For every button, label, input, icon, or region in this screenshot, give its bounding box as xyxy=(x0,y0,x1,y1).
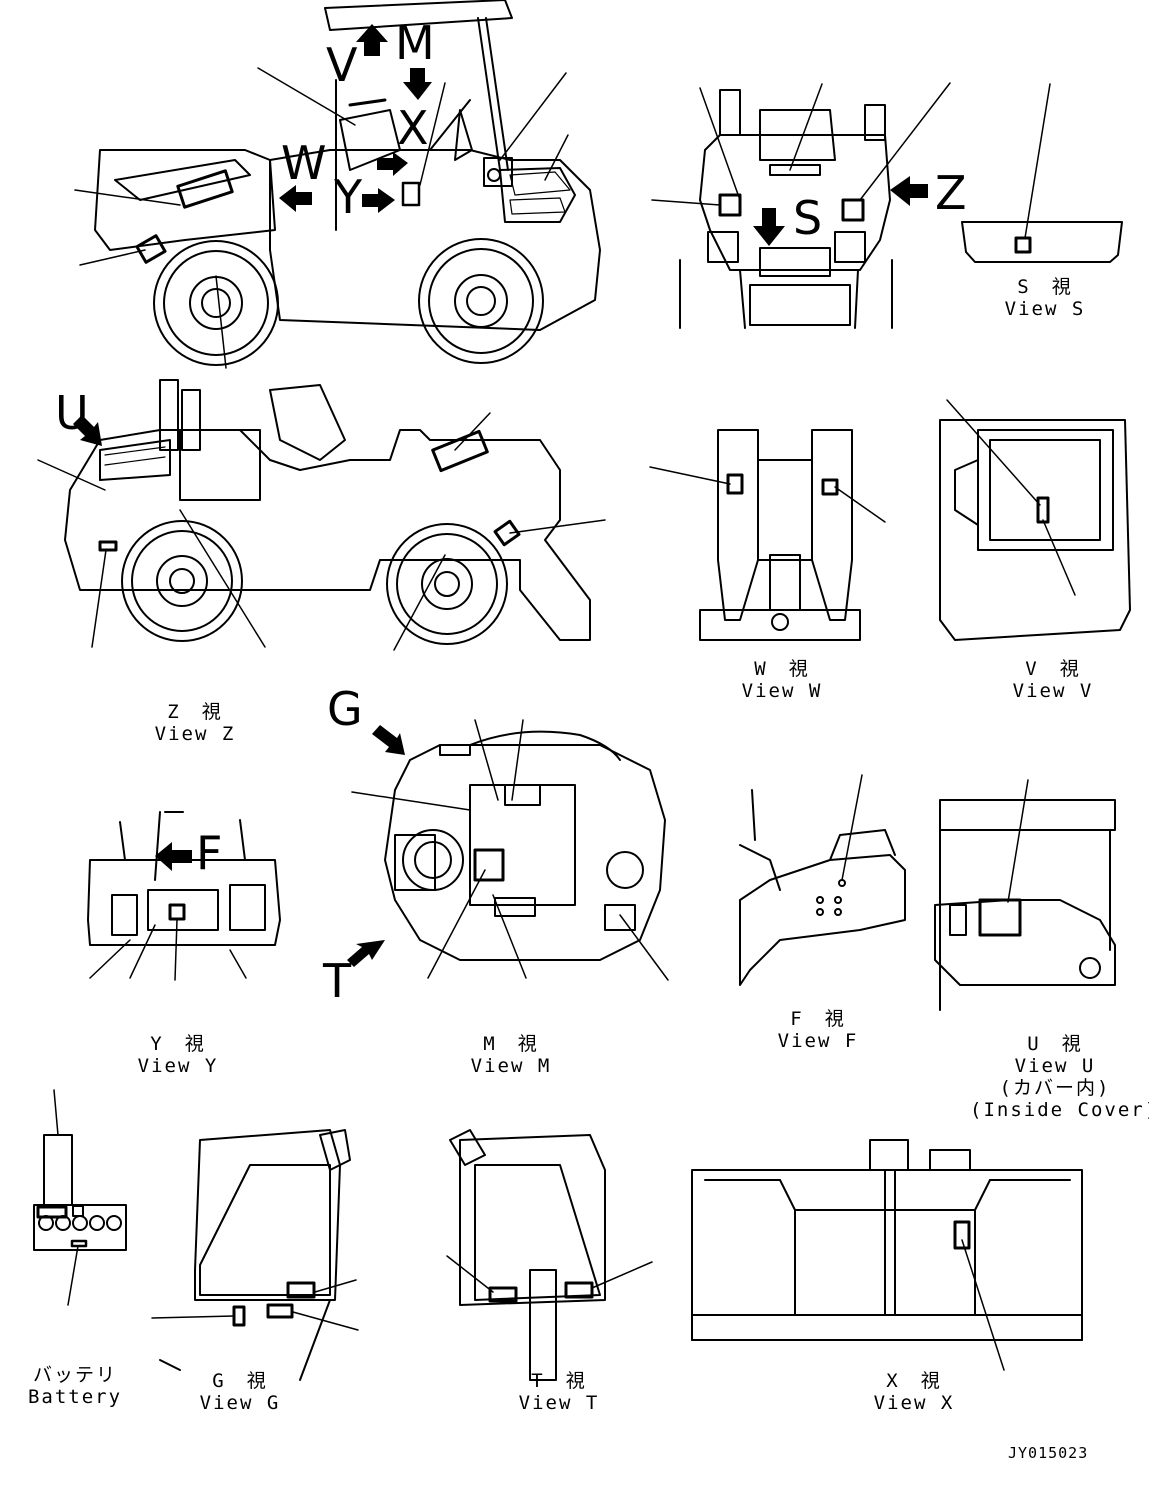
view-v-drawing xyxy=(939,399,1131,641)
battery-drawing xyxy=(33,1089,127,1306)
arrow-letter-w: W xyxy=(281,136,327,190)
arrow-letter-f: F xyxy=(196,826,223,880)
view-t-drawing xyxy=(446,1129,653,1381)
view-m-drawing xyxy=(351,719,669,981)
arrow-letter-m: M xyxy=(395,16,435,70)
side-view-left xyxy=(74,0,601,369)
arrow-letter-s: S xyxy=(793,191,823,245)
view-x-drawing xyxy=(691,1139,1083,1371)
view-u-drawing xyxy=(934,779,1116,1011)
arrow-glyphs-m xyxy=(347,725,405,967)
view-s-drawing xyxy=(961,83,1123,263)
rear-view xyxy=(651,82,951,329)
arrow-glyphs-top-left xyxy=(279,24,432,213)
view-f-drawing xyxy=(739,774,906,986)
arrow-glyphs-y xyxy=(155,842,192,871)
arrow-letter-z: Z xyxy=(935,166,967,220)
arrow-letter-u: U xyxy=(55,386,89,440)
arrow-letter-t: T xyxy=(323,954,352,1008)
drawing-code: JY015023 xyxy=(1008,1444,1089,1462)
arrow-letter-g: G xyxy=(327,682,363,736)
view-g-drawing xyxy=(151,1129,359,1381)
arrow-glyphs-rear xyxy=(753,176,928,246)
arrow-glyphs-z xyxy=(73,415,102,446)
view-y-drawing xyxy=(87,811,281,981)
arrow-letter-v: V xyxy=(326,38,358,92)
view-w-drawing xyxy=(649,429,886,641)
view-z-drawing xyxy=(37,379,606,651)
arrow-letter-x: X xyxy=(397,101,429,155)
arrow-letter-y: Y xyxy=(334,170,363,224)
